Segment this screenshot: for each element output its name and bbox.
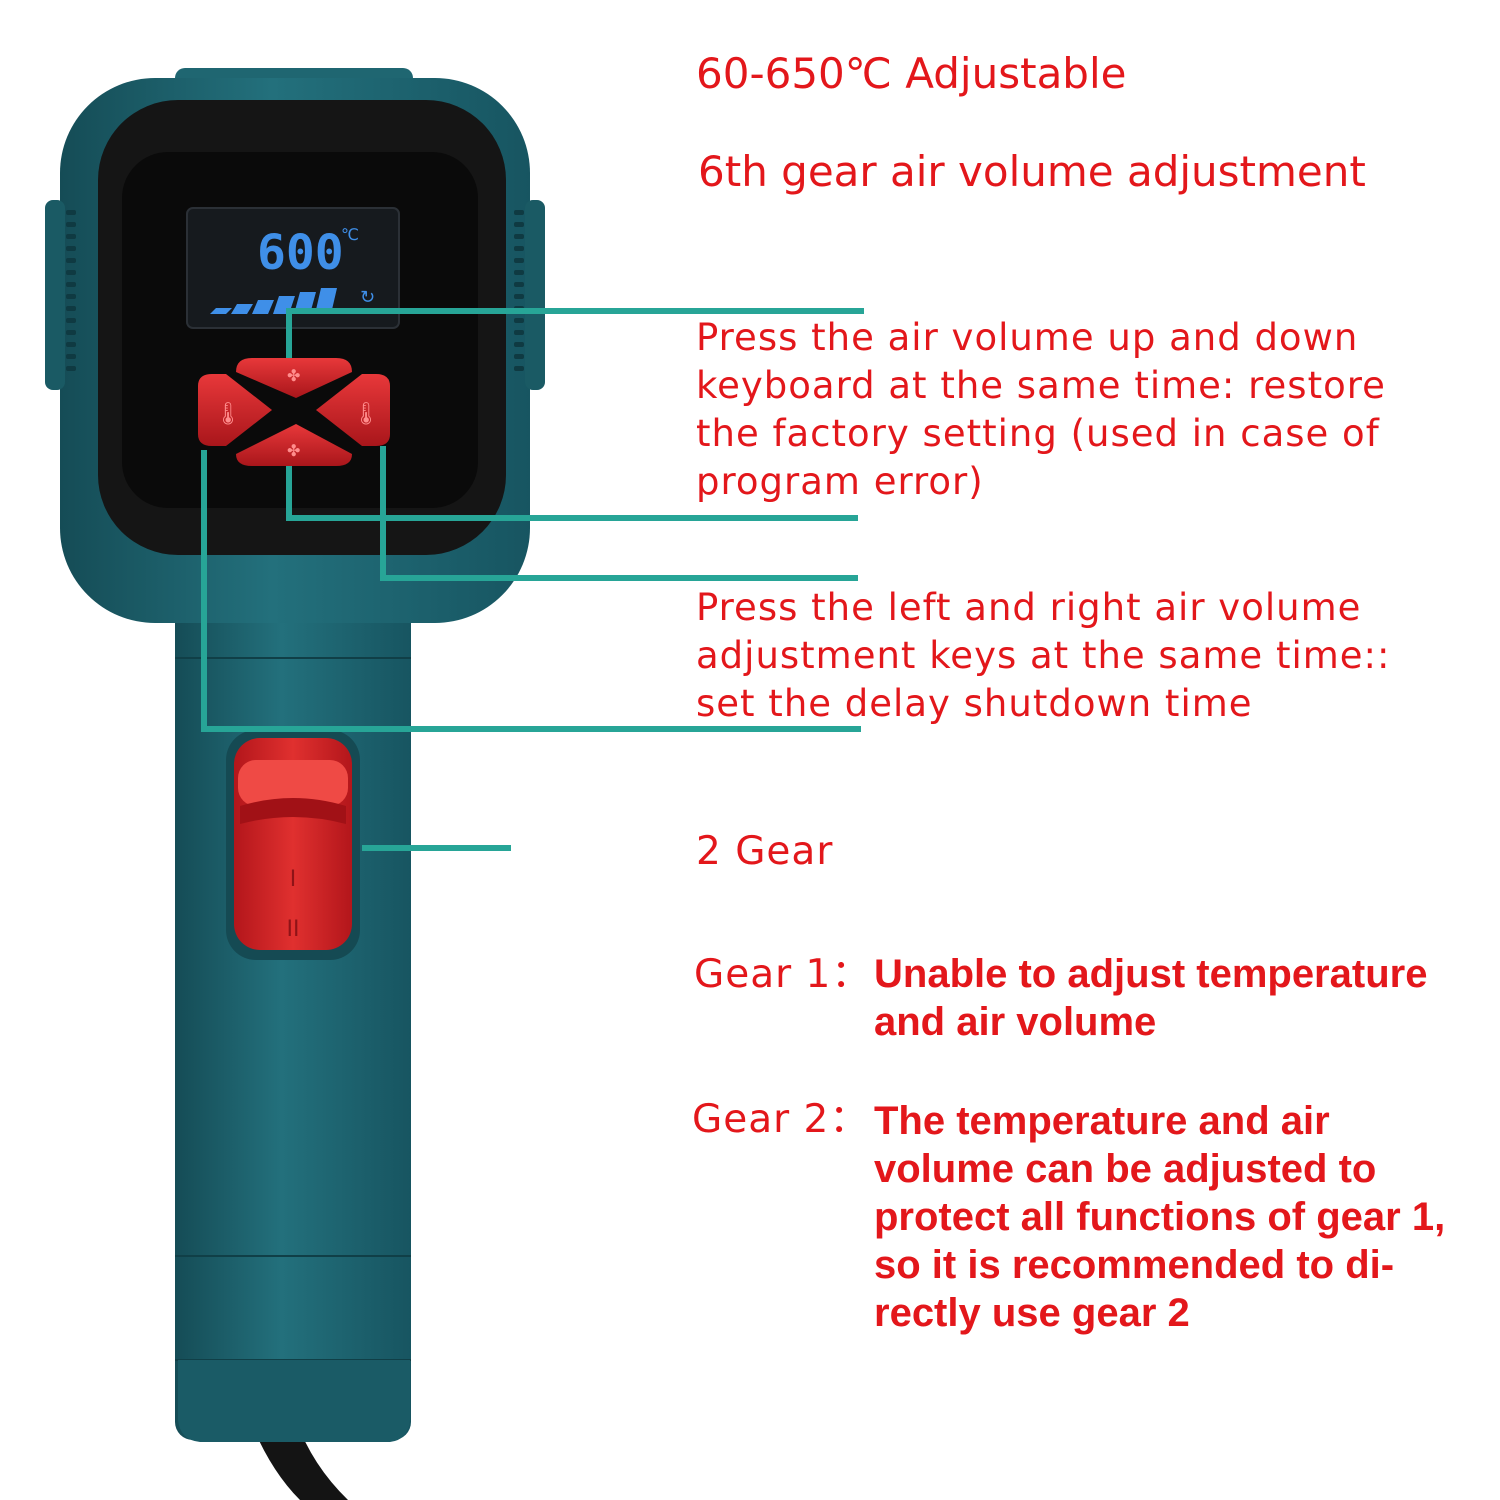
air-volume-bar	[231, 304, 253, 314]
air-volume-bar	[252, 300, 274, 314]
gear2-label: Gear 2：	[692, 1097, 870, 1142]
switch-title: 2 Gear	[696, 829, 834, 874]
temperature-up-button[interactable]: 🌡	[316, 374, 390, 446]
switch-position-1: I	[290, 867, 297, 892]
tool-head	[45, 68, 545, 623]
air-volume-down-button[interactable]: ✤	[236, 424, 352, 466]
leader-lines	[201, 308, 864, 851]
thermometer-right-icon: 🌡	[352, 402, 380, 427]
vent-slots-left	[66, 210, 76, 371]
temperature-range-text: 60-650℃ Adjustable	[696, 49, 1127, 98]
air-volume-up-button[interactable]: ✤	[236, 358, 352, 398]
leader-right-button	[380, 446, 858, 581]
display-temperature: 600	[257, 225, 344, 281]
switch-position-2: II	[287, 917, 300, 942]
gear-switch[interactable]: I II	[226, 730, 360, 960]
temperature-down-button[interactable]: 🌡	[198, 374, 272, 446]
factory-reset-instruction: Press the air volume up and down keyboar…	[696, 316, 1386, 503]
leader-down-button	[286, 466, 858, 521]
fan-up-icon: ✤	[287, 366, 300, 385]
gear2-description: The temperature and air volume can be ad…	[874, 1099, 1446, 1335]
air-volume-bar	[210, 308, 232, 314]
vent-slots-right	[514, 210, 524, 371]
thermometer-left-icon: 🌡	[214, 402, 242, 427]
delay-shutdown-instruction: Press the left and right air volume adju…	[696, 586, 1391, 725]
fan-down-icon: ✤	[287, 441, 300, 460]
handle	[175, 560, 411, 1442]
air-volume-bar	[315, 288, 337, 314]
leader-left-button	[201, 450, 861, 732]
lcd-display: 600 ℃ ↻	[186, 207, 400, 329]
gear1-description: Unable to adjust temperature and air vol…	[874, 952, 1428, 1044]
air-volume-gears-text: 6th gear air volume adjustment	[698, 147, 1366, 196]
leader-up-button	[286, 308, 864, 358]
fan-icon: ↻	[360, 287, 375, 308]
gear1-label: Gear 1：	[694, 952, 872, 997]
display-unit: ℃	[341, 225, 359, 244]
